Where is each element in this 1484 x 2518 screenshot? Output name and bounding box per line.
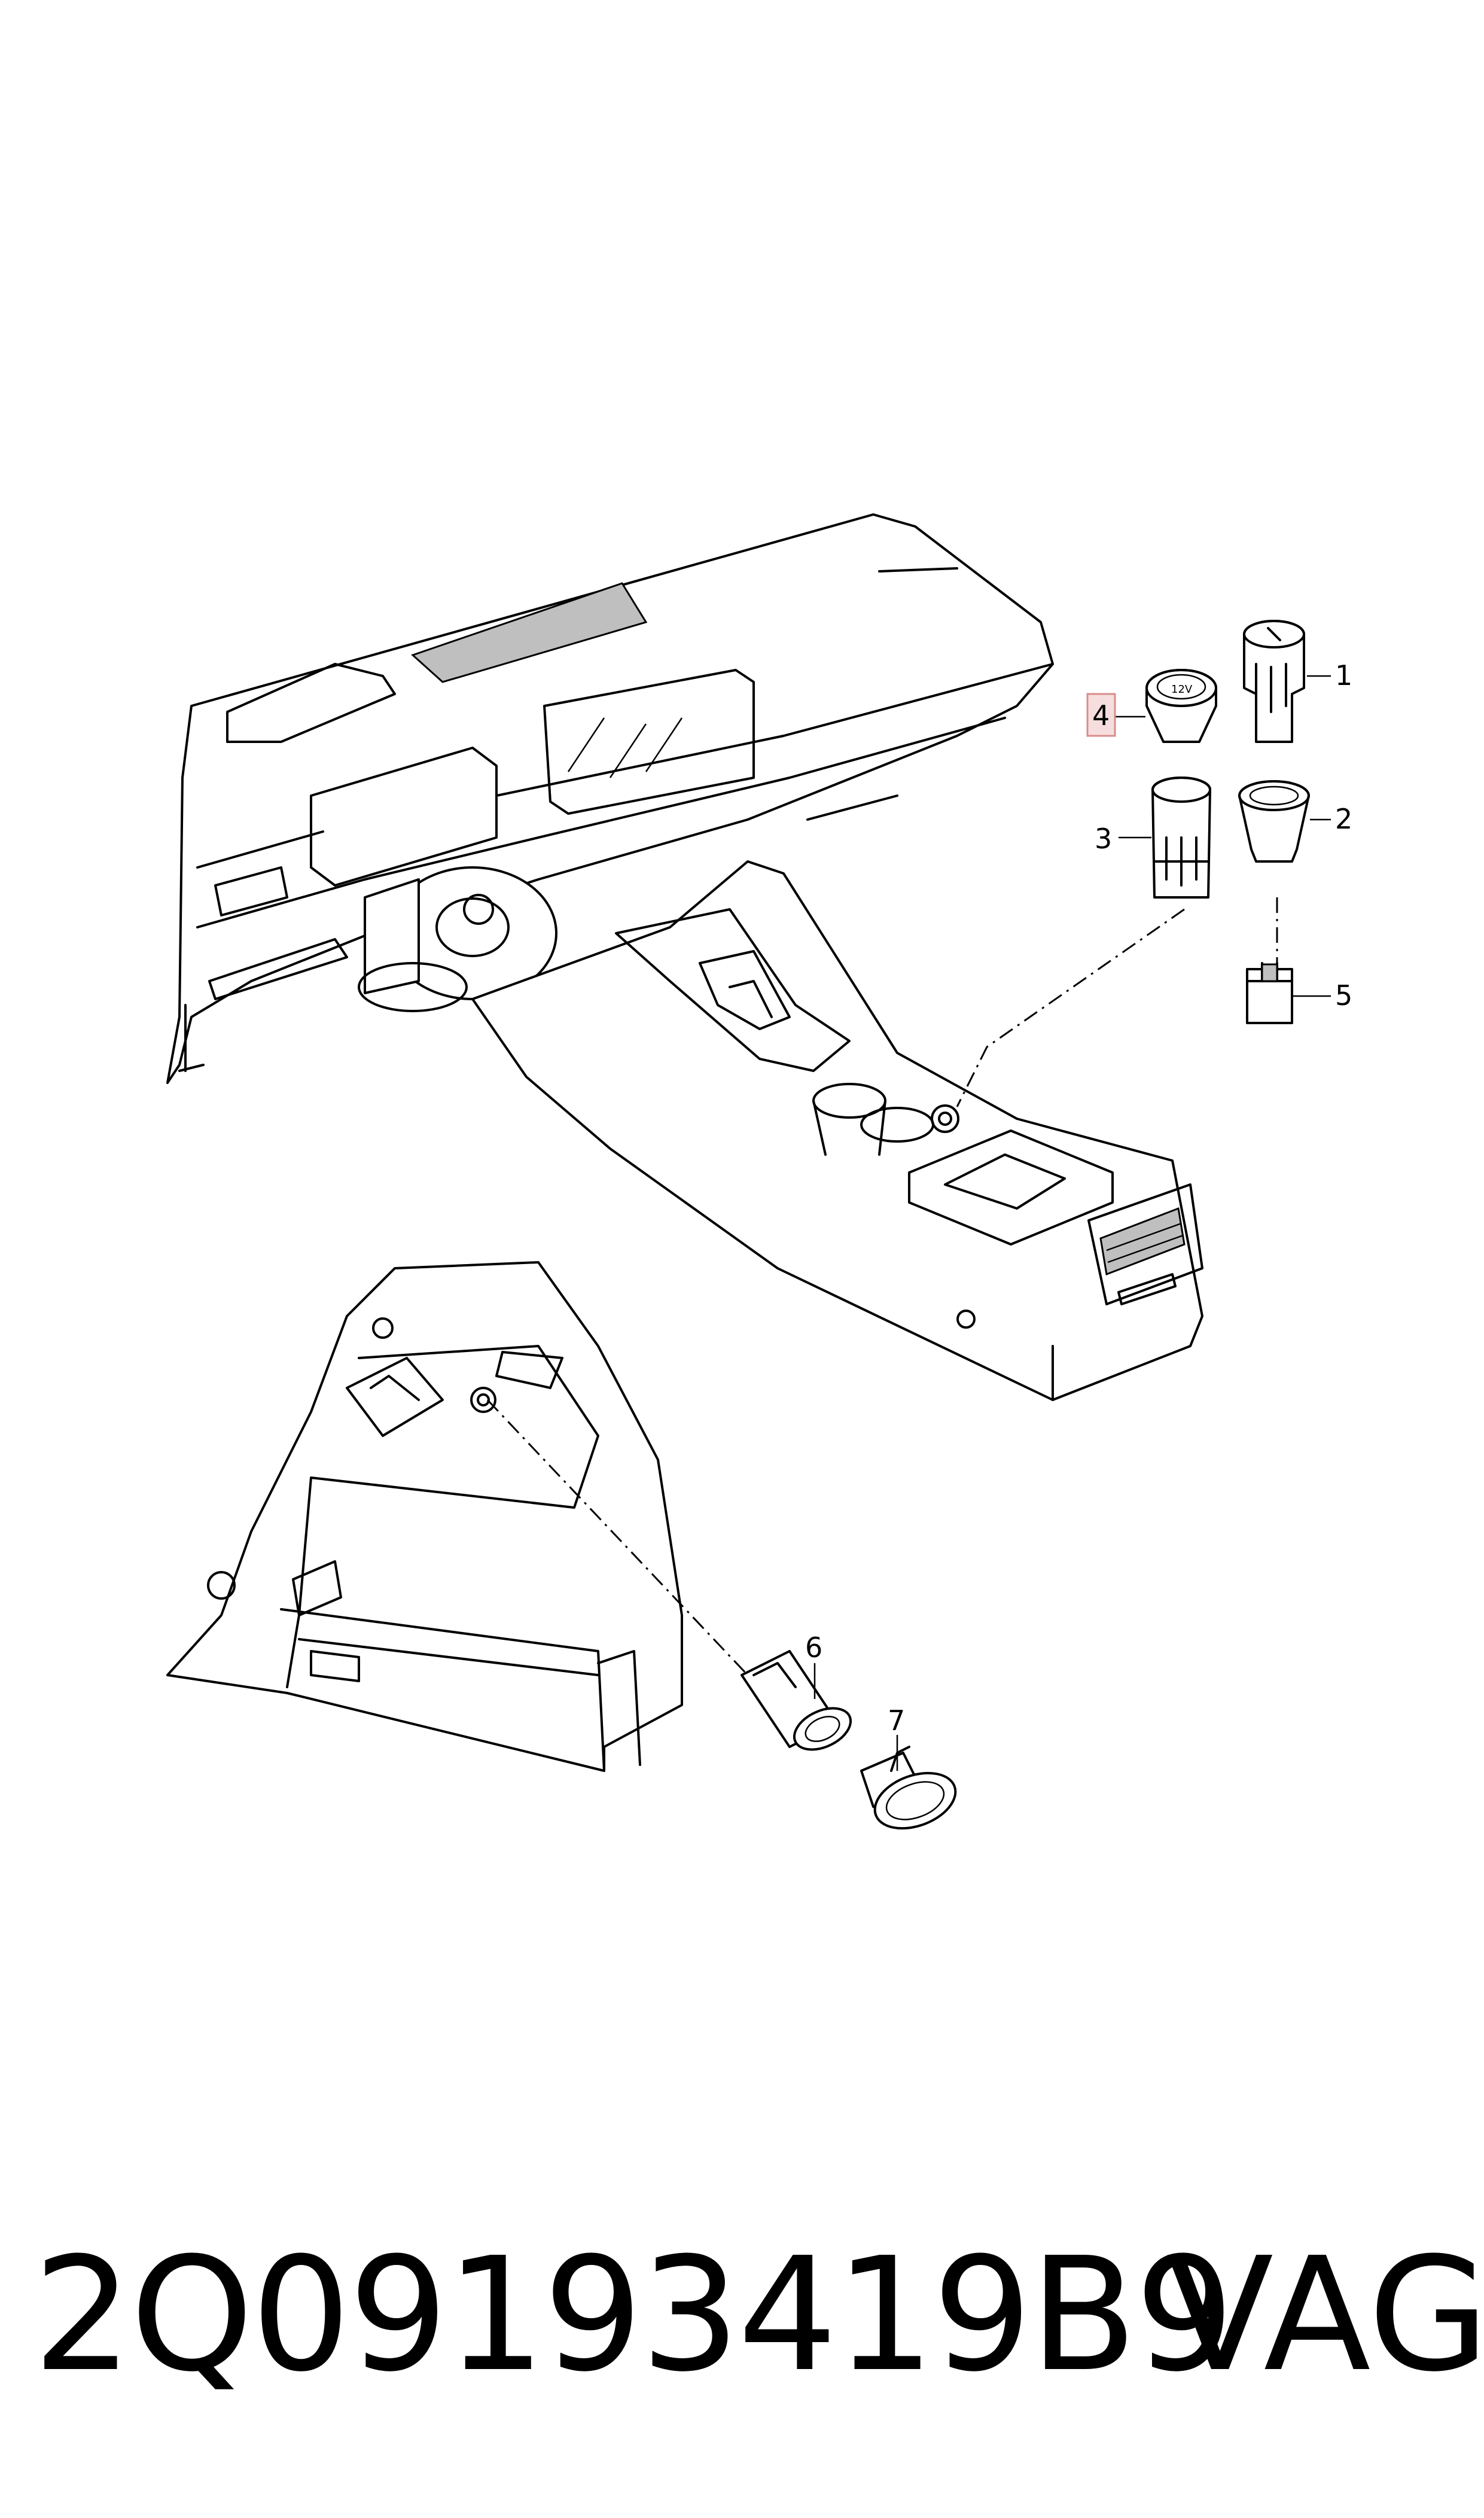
part-1-socket-with-cap — [1243, 620, 1305, 743]
socket-label: 12V — [1171, 683, 1193, 696]
callout-leaders — [813, 675, 1331, 1771]
callout-7: 7 — [888, 1704, 905, 1737]
callout-4: 4 — [1092, 699, 1110, 732]
dashboard-illustration — [166, 513, 1054, 1084]
trunk-side-panel-illustration — [166, 1261, 683, 1772]
part-4-12v-socket: 12V — [1145, 669, 1217, 743]
brand-label: VAG — [1166, 2224, 1484, 2406]
footer: 2Q09193419B9 VAG — [0, 2225, 1484, 2405]
center-console-illustration — [471, 860, 1203, 1401]
part-6-trunk-socket-housing — [741, 1650, 852, 1751]
callout-1: 1 — [1335, 659, 1352, 692]
callout-4-highlight — [1086, 693, 1116, 737]
part-2-socket-housing — [1238, 780, 1310, 863]
part-5-connector — [1246, 962, 1293, 1024]
callout-2: 2 — [1335, 803, 1352, 835]
part-7-trunk-12v-socket — [860, 1746, 957, 1830]
callout-3: 3 — [1095, 823, 1112, 855]
part-number: 2Q09193419B9 — [33, 2224, 1235, 2406]
callout-6: 6 — [805, 1631, 822, 1664]
callout-5: 5 — [1335, 979, 1352, 1012]
part-3-socket-insert — [1151, 777, 1211, 899]
callout-labels: 1 2 3 4 5 6 7 — [805, 659, 1352, 1737]
